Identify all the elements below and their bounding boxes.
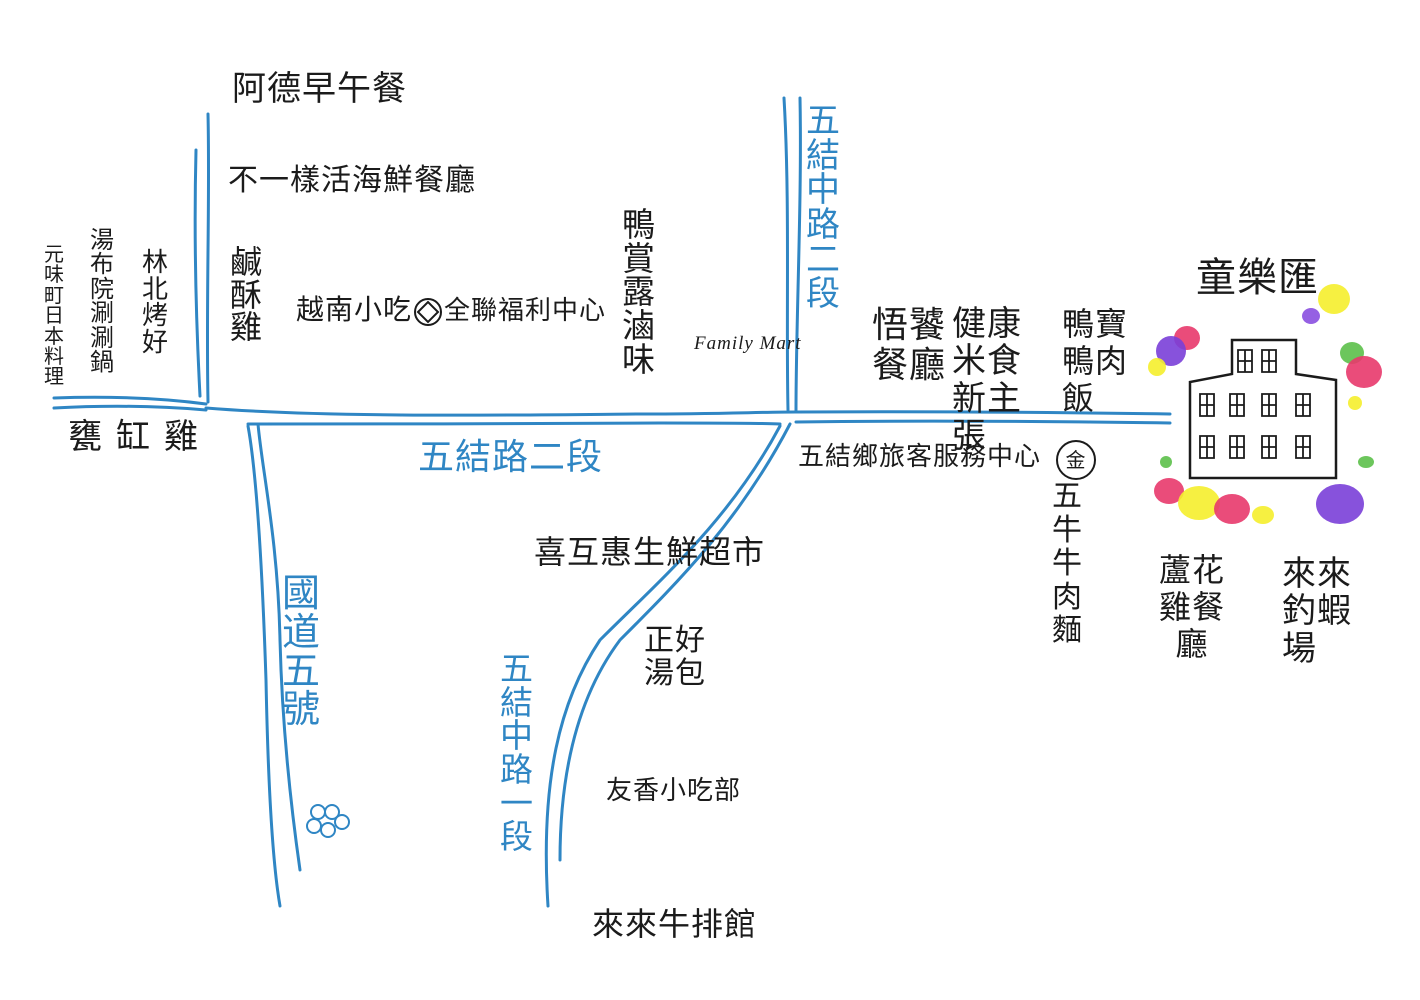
place-tangbuyuan: 湯布院涮涮鍋 — [90, 226, 115, 377]
place-salty-chicken: 鹹酥雞 — [230, 243, 264, 347]
decor-blob — [1178, 486, 1220, 520]
decor-blob — [1214, 494, 1250, 524]
decor-blob — [1318, 284, 1350, 314]
place-pxmart: 全聯福利中心 — [444, 296, 607, 326]
place-tanggao: 正好湯包 — [644, 623, 706, 691]
road-wujie-zhong-sec2-edge — [794, 96, 802, 412]
road-wujie-zhong-sec1-edge — [558, 422, 792, 862]
road-west-stub — [52, 395, 208, 406]
pxmart-logo-icon — [414, 298, 442, 326]
label-wujie-zhong-rd-sec2: 五結中路二段 — [806, 101, 841, 315]
road-wujie-rd-sec2 — [204, 406, 798, 417]
decor-blob — [1148, 358, 1166, 376]
road-wujie-zhong-sec2 — [782, 96, 790, 412]
place-duck-stew: 鴨賞露滷味 — [622, 205, 656, 379]
road-west-stub-edge — [52, 404, 208, 412]
beef-noodle-logo-icon: 金 — [1056, 440, 1096, 480]
place-linbei-bbq: 林北烤好 — [142, 248, 170, 358]
place-buyiyang-seafood: 不一樣活海鮮餐廳 — [228, 163, 476, 198]
place-supermarket: 喜互惠生鮮超市 — [534, 533, 766, 571]
decor-blob — [1302, 308, 1320, 324]
place-vietnam-snack: 越南小吃 — [296, 293, 413, 326]
place-fishing-shrimp: 來來釣蝦場 — [1282, 554, 1352, 669]
place-steak: 來來牛排館 — [592, 905, 758, 943]
road-national-hwy-5-edge — [256, 422, 302, 872]
decor-blob — [1160, 456, 1172, 468]
road-national-hwy-5 — [246, 424, 282, 908]
decor-blob — [1252, 506, 1274, 524]
road-wujie-rd-sec2-edge — [246, 421, 782, 426]
road-wujie-zhong-sec1 — [544, 424, 782, 908]
place-luhua-chicken: 蘆花雞餐廳 — [1158, 551, 1225, 663]
label-wujie-zhong-rd-sec1: 五結中路一段 — [500, 649, 534, 857]
place-youxiang: 友香小吃部 — [606, 776, 742, 806]
place-beef-noodle: 五牛牛肉麵 — [1052, 479, 1083, 649]
place-familymart: Family Mart — [694, 333, 802, 354]
place-ade-breakfast: 阿德早午餐 — [232, 69, 407, 109]
place-jiankang-zhang: 健康米食新主張 — [952, 304, 1022, 457]
decor-blob — [1346, 356, 1382, 388]
decor-blob — [1316, 484, 1364, 524]
road-nw-vertical-edge — [193, 148, 202, 398]
place-playground: 童樂匯 — [1196, 255, 1319, 301]
playground-building-icon — [1188, 338, 1338, 480]
road-nw-vertical — [205, 112, 211, 404]
highway-shield-icon — [306, 804, 350, 838]
road-east — [794, 410, 1172, 416]
road-east-edge — [794, 419, 1172, 425]
place-tourist-center: 五結鄉旅客服務中心 — [798, 442, 1042, 472]
decor-blob — [1348, 396, 1362, 410]
place-wuyi-restaurant: 悟饕餐廳 — [872, 305, 947, 386]
label-national-hwy-5: 國道五號 — [282, 571, 322, 732]
place-urn-chicken: 甕缸雞 — [68, 417, 212, 457]
place-yuanweiting: 元味町日本料理 — [44, 242, 65, 389]
decor-blob — [1358, 456, 1374, 468]
place-yabao-rice: 鴨寶鴨肉飯 — [1062, 305, 1129, 417]
label-wujie-rd-sec2: 五結路二段 — [418, 437, 604, 478]
